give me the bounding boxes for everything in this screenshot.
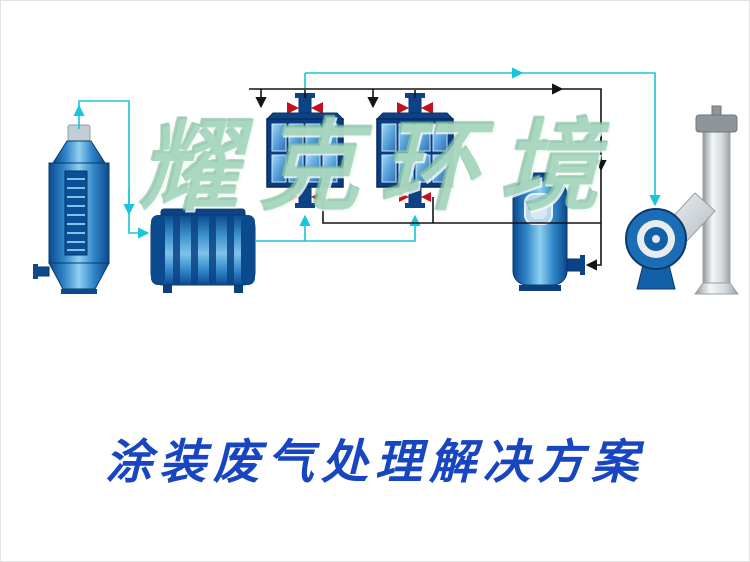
valve-icon [287,102,299,114]
tank-shell [150,214,256,286]
tower-top-cone [52,140,106,164]
tank-side-flange [580,255,585,275]
valve-icon [289,192,299,202]
activated-carbon-box-1-icon [265,93,345,208]
tower-drain-pipe [36,266,50,277]
tower-ladder-rungs [67,178,85,251]
box-bottom-flange [295,203,315,208]
stack-base [694,282,739,295]
box-top-cap [375,112,455,120]
valve-icon [399,192,409,202]
valve-icon [311,192,321,202]
tower-drain-flange [33,264,38,279]
line-pretank-to-box1 [255,214,311,242]
valve-icon [311,102,323,114]
box-bottom-pipe [298,186,312,204]
tank-band [173,215,180,285]
stack-cap [695,114,738,133]
pretreatment-tank-icon [150,208,256,293]
centrifugal-fan-icon [625,208,687,290]
line-manifold-to-tank [561,88,602,271]
purification-tank-icon [512,172,585,291]
box-top-cap [265,112,345,120]
tank-side-pipe [566,258,582,272]
exhaust-stack-icon [694,105,739,295]
valve-icon [421,192,431,202]
page-title: 涂装废气处理解决方案 [105,437,645,489]
box-grid [271,123,338,183]
tank-band [191,215,198,285]
tower-bottom-cone [48,262,110,290]
tank-window-glass [530,199,547,219]
line-bottom-manifold [322,197,601,224]
cyan-flow-lines [73,67,661,242]
fan-hub [652,235,660,243]
valve-icon [397,102,409,114]
box-bottom-pipe [408,186,422,204]
tank-leg [163,284,172,293]
valve-icon [421,102,433,114]
line-pretank-to-box2 [305,214,421,242]
activated-carbon-box-2-icon [375,93,455,208]
tank-band [227,215,234,285]
spray-tower-icon [33,124,110,294]
line-bypass-to-fan [521,72,661,207]
tower-base [61,289,97,294]
box-grid [381,123,448,183]
tank-band [209,215,216,285]
tank-right-cap [241,215,255,285]
black-flow-lines [249,83,607,271]
tank-left-cap [151,215,165,285]
box-bottom-flange [405,203,425,208]
line-tower-to-pretank [78,100,150,239]
tank-leg [234,284,243,293]
tank-base [519,285,561,291]
